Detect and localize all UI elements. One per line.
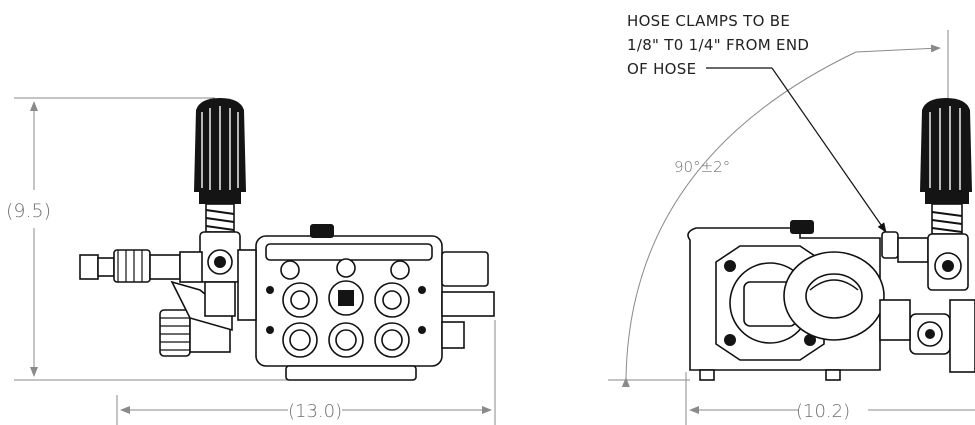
angle-label: 90°±2°	[674, 158, 730, 176]
width-dimension: (10.2)	[685, 372, 975, 425]
pump-front-view	[687, 98, 975, 381]
outlet-fitting	[79, 249, 203, 283]
unloader-knob-right	[920, 98, 972, 204]
note-line-1: HOSE CLAMPS TO BE	[627, 12, 790, 30]
note-line-3: OF HOSE	[627, 60, 696, 78]
height-dimension: (9.5)	[6, 97, 340, 381]
height-label: (9.5)	[6, 200, 51, 222]
angle-dimension: 90°±2°	[608, 30, 949, 388]
width-label: (10.2)	[796, 401, 850, 422]
pump-side-view	[79, 98, 495, 381]
unloader-knob	[194, 98, 246, 204]
note-line-2: 1/8" T0 1/4" FROM END	[627, 36, 809, 54]
hose-loop	[783, 251, 885, 341]
pump-head	[255, 224, 443, 381]
hose-clamp-note: HOSE CLAMPS TO BE 1/8" T0 1/4" FROM END …	[627, 12, 887, 233]
length-label: (13.0)	[288, 401, 342, 422]
length-dimension: (13.0)	[116, 320, 496, 425]
